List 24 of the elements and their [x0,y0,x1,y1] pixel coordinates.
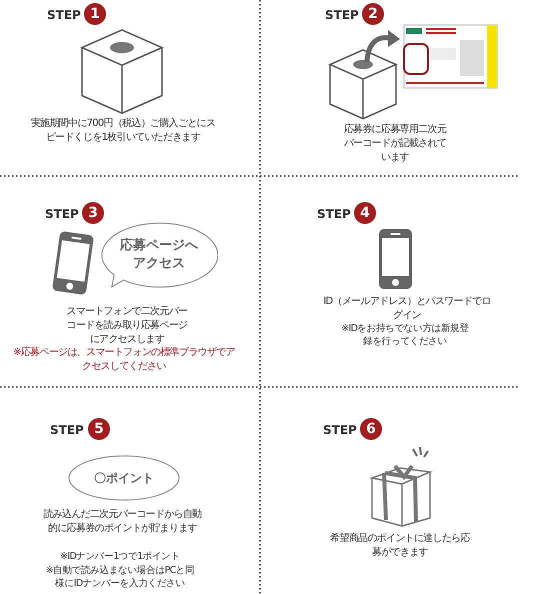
step-number-badge: 1 [84,3,106,25]
step-number-badge: 6 [360,418,382,440]
step-number-badge: 3 [82,202,104,224]
footnote: ※IDをお持ちでない方は新規登録を行ってください [340,322,470,348]
step-label: STEP [47,8,82,23]
step-number-badge: 2 [362,3,384,25]
step-number-badge: 5 [88,418,110,440]
footnote: ※自動で読み込まない場合はPCと同様にIDナンバーを入力ください [45,564,195,590]
step-label: STEP [325,8,360,23]
step-description: ID（メールアドレス）とパスワードでログイン [322,295,492,323]
warning-note: ※応募ページは、スマートフォンの標準ブラウザでアクセスしてください [12,346,236,374]
step-description: 応募券に応募専用二次元バーコードが記載されています [342,123,448,165]
step-description: 読み込んだ二次元バーコードから自動的に応募券のポイントが貯まります [42,508,203,536]
step-label: STEP [50,423,85,438]
step-description: スマートフォンで二次元バーコードを読み取り応募ページにアクセスします [66,305,188,346]
step-description: 希望商品のポイントに達したら応募ができます [330,532,470,560]
step-label: STEP [45,207,80,222]
step-label: STEP [317,207,352,222]
speech-bubble: 応募ページへアクセス [100,222,218,288]
footnote: ※IDナンバー1つで1ポイント [59,550,181,563]
points-ellipse: 〇ポイント [68,455,180,501]
step-number-badge: 4 [354,202,376,224]
step-description: 実施期間中に700円（税込）ご購入ごとにスピードくじを1枚引いていただきます [30,117,216,145]
step-label: STEP [323,423,358,438]
